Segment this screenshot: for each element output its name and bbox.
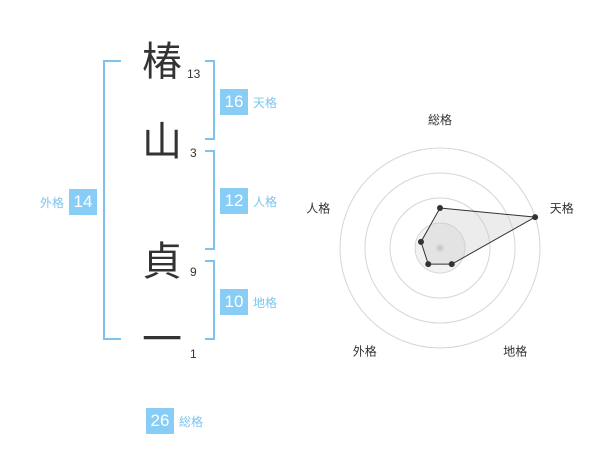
chikaku-badge: 10 地格 [220,289,277,315]
stroke-count-4: 1 [190,347,197,361]
gaikaku-badge: 外格 14 [40,189,98,215]
radar-point-2 [448,261,455,268]
chikaku-label: 地格 [253,295,278,310]
radar-axis-label-0: 総格 [428,112,452,127]
radar-point-4 [417,238,424,245]
radar-ring-2 [389,197,491,299]
radar-ring-3 [364,172,516,324]
kanji-char-1: 椿 [142,39,182,85]
radar-axis-label-3: 外格 [353,344,377,359]
jinkaku-badge: 12 人格 [220,188,277,214]
radar-point-0 [437,205,443,211]
kanji-char-4: 一 [142,317,182,363]
tenkaku-value: 16 [220,89,248,115]
radar-polygon [420,207,537,265]
jinkaku-value: 12 [220,188,248,214]
stroke-count-1: 13 [187,67,201,81]
soukaku-label: 総格 [179,414,204,429]
gaikaku-label: 外格 [40,195,65,210]
jinkaku-label: 人格 [253,194,278,209]
radar-center [436,244,444,252]
chikaku-bracket [205,260,215,340]
tenkaku-bracket [205,60,215,140]
radar-axis-label-4: 人格 [306,200,330,215]
chikaku-value: 10 [220,289,248,315]
radar-point-1 [532,214,539,221]
radar-point-3 [425,261,432,268]
stroke-count-2: 3 [190,146,197,160]
soukaku-value: 26 [146,408,174,434]
gaikaku-bracket [103,60,121,340]
jinkaku-bracket [205,150,215,250]
tenkaku-badge: 16 天格 [220,89,277,115]
kanji-char-3: 貞 [142,239,182,285]
radar-ring-4 [339,147,541,349]
radar-axis-label-2: 地格 [503,344,527,359]
tenkaku-label: 天格 [253,95,278,110]
gaikaku-value: 14 [69,189,98,215]
radar-axis-label-1: 天格 [550,200,574,215]
kanji-char-2: 山 [142,119,182,165]
soukaku-badge: 26 総格 [146,408,203,434]
stroke-count-3: 9 [190,265,197,279]
